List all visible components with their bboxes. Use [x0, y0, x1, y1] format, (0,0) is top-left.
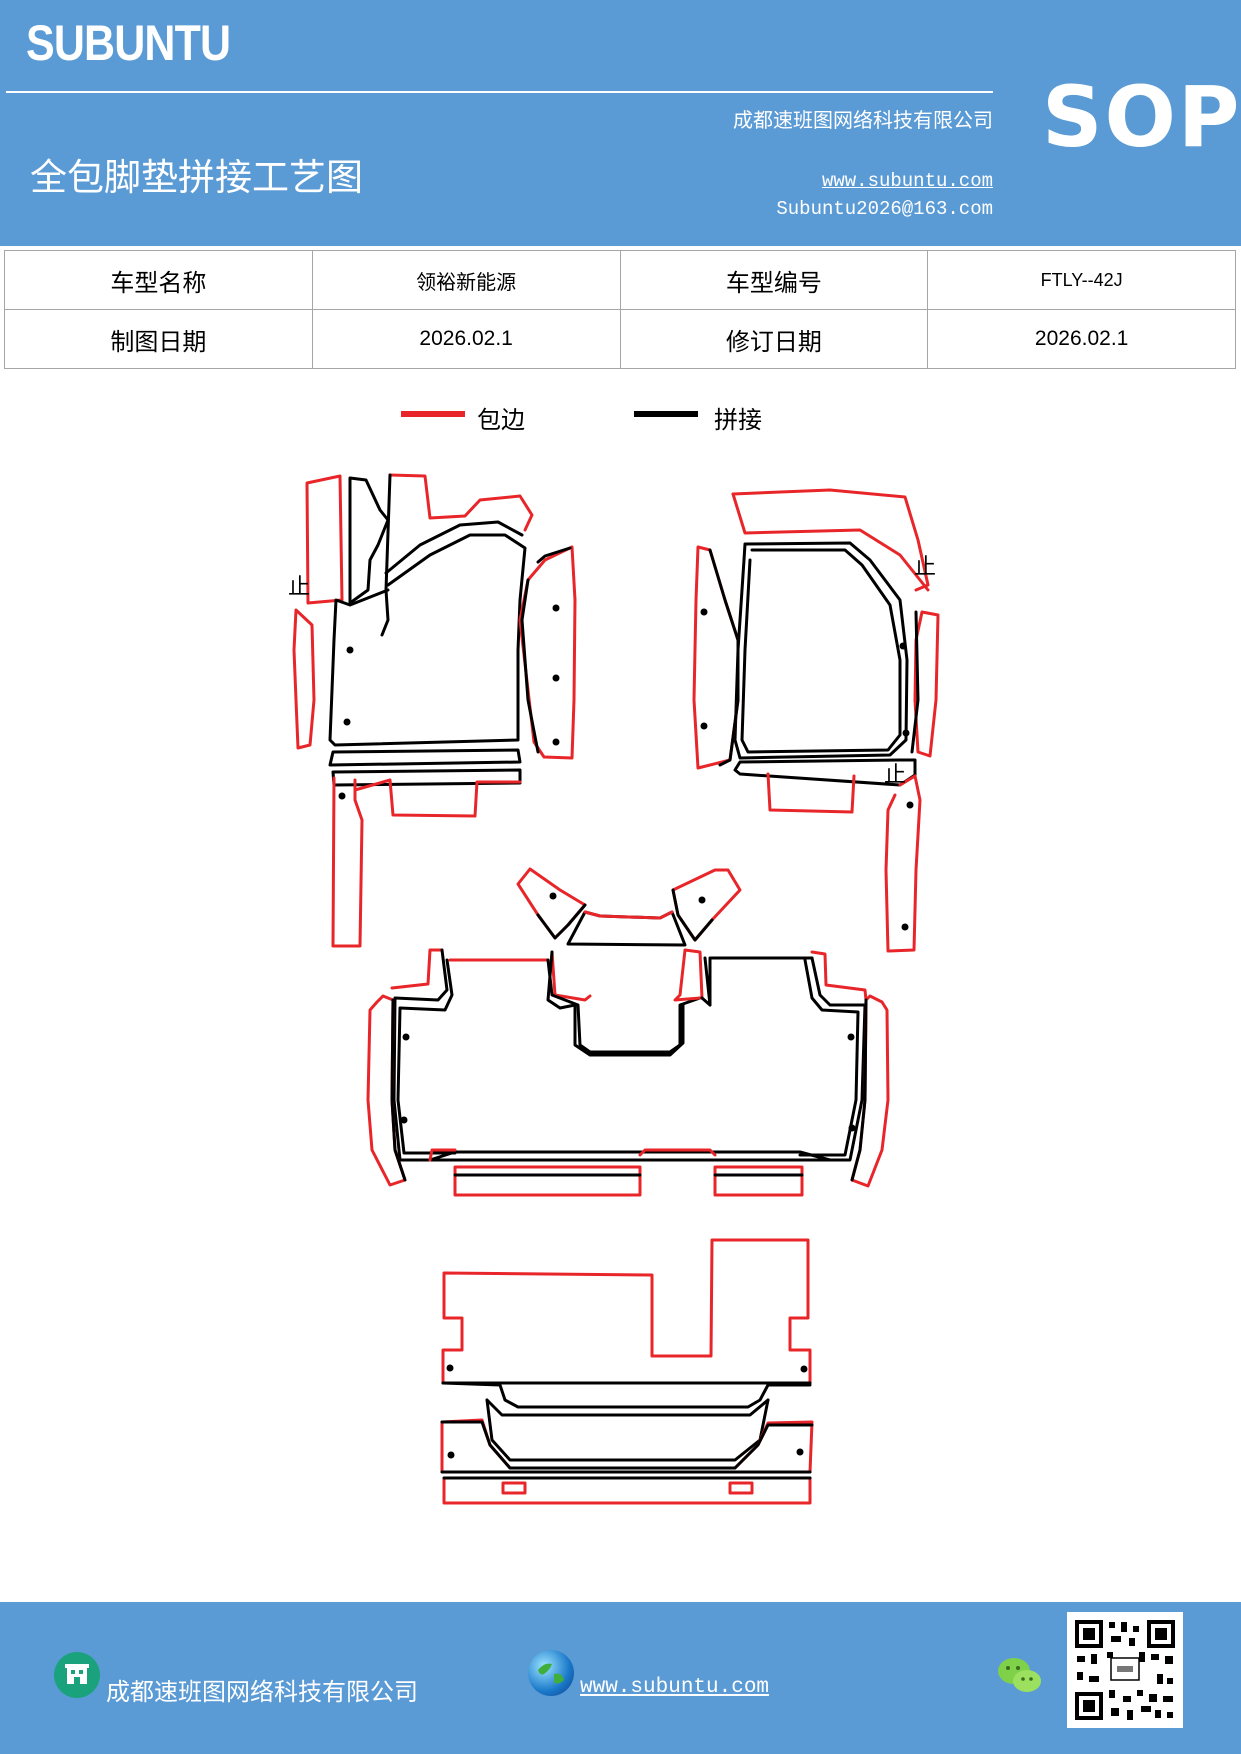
wechat-icon[interactable]	[996, 1654, 1044, 1698]
legend-edge-label: 包边	[477, 406, 525, 434]
legend-splice-label: 拼接	[714, 406, 762, 434]
info-table: 车型名称 领裕新能源 车型编号 FTLY--42J 制图日期 2026.02.1…	[4, 250, 1236, 369]
middle-tunnel-pieces	[516, 867, 742, 947]
header-company: 成都速班图网络科技有限公司	[733, 108, 993, 132]
revise-date-label: 修订日期	[619, 309, 929, 369]
model-name-value: 领裕新能源	[311, 250, 621, 310]
floor-mat-diagram: 止 止 止	[288, 473, 940, 1505]
fastener-dots	[338, 604, 914, 1459]
footer-banner: 成都速班图网络科技有限公司 www.subuntu.com	[0, 1602, 1241, 1754]
qr-code[interactable]	[1067, 1612, 1183, 1728]
brand-logo: SUBUNTU	[26, 15, 231, 71]
draw-date-label: 制图日期	[4, 309, 313, 369]
header-website-link[interactable]: www.subuntu.com	[821, 170, 993, 192]
front-left-mat: 止	[288, 473, 577, 948]
table-row: 制图日期 2026.02.1 修订日期 2026.02.1	[4, 309, 1236, 369]
legend-edge-line	[401, 411, 465, 417]
page-title: 全包脚垫拼接工艺图	[30, 156, 363, 199]
draw-date-value: 2026.02.1	[311, 309, 621, 369]
second-row-mat	[366, 948, 890, 1197]
sop-badge: SOP	[1042, 68, 1241, 166]
header-email: Subuntu2026@163.com	[776, 198, 993, 220]
revise-date-value: 2026.02.1	[927, 309, 1236, 369]
legend: 包边 拼接	[0, 402, 1241, 442]
model-code-value: FTLY--42J	[927, 250, 1236, 310]
header-banner: SUBUNTU 成都速班图网络科技有限公司 全包脚垫拼接工艺图 www.subu…	[0, 0, 1241, 246]
model-code-label: 车型编号	[619, 250, 929, 310]
header-divider	[6, 91, 993, 93]
stop-mark: 止	[288, 575, 310, 600]
globe-icon	[528, 1650, 574, 1696]
trunk-mat	[440, 1238, 814, 1505]
model-name-label: 车型名称	[4, 250, 313, 310]
legend-splice-line	[634, 411, 698, 417]
stop-mark: 止	[914, 555, 936, 580]
footer-company: 成都速班图网络科技有限公司	[106, 1678, 418, 1706]
footer-website-link[interactable]: www.subuntu.com	[580, 1676, 770, 1699]
building-icon	[54, 1652, 100, 1698]
table-row: 车型名称 领裕新能源 车型编号 FTLY--42J	[4, 250, 1236, 310]
stop-mark: 止	[884, 763, 906, 788]
front-right-mat: 止 止	[692, 488, 940, 953]
